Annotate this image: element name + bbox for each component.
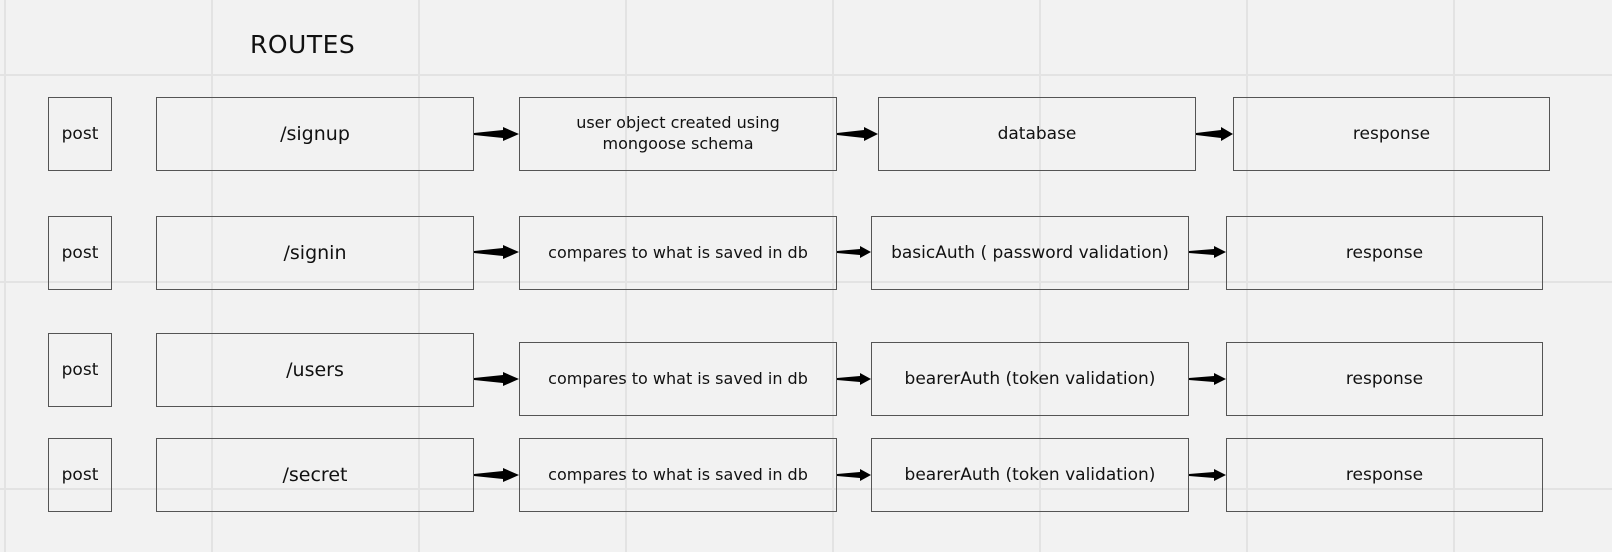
row-3-auth: bearerAuth (token validation) (871, 438, 1189, 512)
arrow-row-3-route-to-step (474, 468, 519, 482)
row-1-auth-label: basicAuth ( password validation) (891, 242, 1169, 263)
row-0-route: /signup (156, 97, 474, 171)
row-0-response: response (1233, 97, 1550, 171)
row-2-route: /users (156, 333, 474, 407)
row-3-auth-label: bearerAuth (token validation) (904, 464, 1156, 485)
row-2-response: response (1226, 342, 1543, 416)
arrow-row-1-auth-to-response (1189, 246, 1226, 258)
row-2-step-label: compares to what is saved in db (548, 368, 808, 388)
arrow-row-2-route-to-step (474, 372, 519, 386)
row-3-response-label: response (1345, 464, 1424, 485)
row-1-step-label: compares to what is saved in db (548, 242, 808, 262)
row-2-response-label: response (1345, 368, 1424, 389)
arrow-row-2-auth-to-response (1189, 373, 1226, 385)
row-1-route: /signin (156, 216, 474, 290)
row-0-auth: database (878, 97, 1196, 171)
row-2-method-label: post (61, 359, 99, 380)
row-0-step: user object created using mongoose schem… (519, 97, 837, 171)
row-0-response-label: response (1352, 123, 1431, 144)
row-2-auth: bearerAuth (token validation) (871, 342, 1189, 416)
row-3-route: /secret (156, 438, 474, 512)
row-0-method-label: post (61, 123, 99, 144)
row-2-route-label: /users (286, 358, 344, 381)
row-3-step-label: compares to what is saved in db (548, 464, 808, 484)
row-3-route-label: /secret (282, 463, 348, 486)
row-1-response: response (1226, 216, 1543, 290)
row-2-step: compares to what is saved in db (519, 342, 837, 416)
arrow-row-2-step-to-auth (837, 373, 871, 385)
arrow-row-1-step-to-auth (837, 246, 871, 258)
arrow-row-0-auth-to-response (1196, 127, 1233, 141)
row-3-method: post (48, 438, 112, 512)
row-1-step: compares to what is saved in db (519, 216, 837, 290)
diagram-title: ROUTES (250, 30, 356, 59)
arrow-row-0-step-to-auth (837, 127, 878, 141)
arrow-row-3-step-to-auth (837, 469, 871, 481)
row-0-auth-label: database (997, 123, 1077, 144)
arrow-row-1-route-to-step (474, 245, 519, 259)
arrow-row-3-auth-to-response (1189, 469, 1226, 481)
arrow-row-0-route-to-step (474, 127, 519, 141)
row-1-auth: basicAuth ( password validation) (871, 216, 1189, 290)
row-2-auth-label: bearerAuth (token validation) (904, 368, 1156, 389)
row-1-method-label: post (61, 242, 99, 263)
row-0-route-label: /signup (280, 122, 350, 145)
row-3-step: compares to what is saved in db (519, 438, 837, 512)
row-1-route-label: /signin (283, 241, 347, 264)
row-3-response: response (1226, 438, 1543, 512)
row-0-method: post (48, 97, 112, 171)
row-1-method: post (48, 216, 112, 290)
row-2-method: post (48, 333, 112, 407)
row-3-method-label: post (61, 464, 99, 485)
row-1-response-label: response (1345, 242, 1424, 263)
row-0-step-label: user object created using mongoose schem… (576, 113, 780, 153)
